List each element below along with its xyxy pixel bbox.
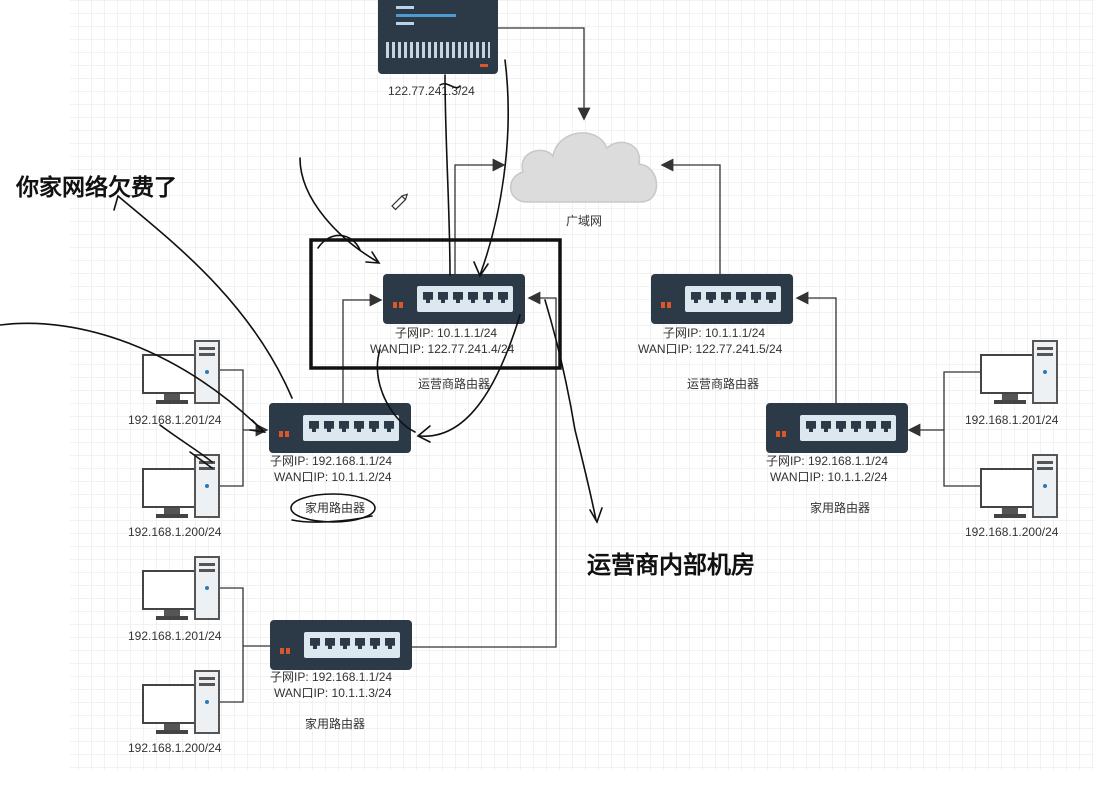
router-port xyxy=(339,421,349,432)
pc-right-a-ip: 192.168.1.201/24 xyxy=(965,413,1059,427)
pc-icon xyxy=(980,340,1064,420)
pc-icon xyxy=(142,670,226,750)
home-left-2-wan: WAN口IP: 10.1.1.3/24 xyxy=(274,686,392,700)
server-indicator xyxy=(396,6,414,9)
router-port xyxy=(851,421,861,432)
pc-icon xyxy=(142,454,226,534)
isp-router-left xyxy=(383,274,525,324)
router-port xyxy=(325,638,335,649)
pc-icon xyxy=(142,556,226,636)
isp-left-subnet: 子网IP: 10.1.1.1/24 xyxy=(395,326,498,340)
router-port xyxy=(821,421,831,432)
router-port xyxy=(836,421,846,432)
router-port xyxy=(468,292,478,303)
router-port xyxy=(340,638,350,649)
router-port xyxy=(751,292,761,303)
home-left-1-subnet: 子网IP: 192.168.1.1/24 xyxy=(270,454,393,468)
router-led xyxy=(667,302,671,308)
home-left-1-label: 家用路由器 xyxy=(305,501,366,515)
router-led xyxy=(285,431,289,437)
server-indicator xyxy=(396,14,456,17)
router-port xyxy=(355,638,365,649)
router-led xyxy=(393,302,397,308)
router-port-panel xyxy=(800,415,896,441)
home-left-2-label: 家用路由器 xyxy=(305,717,366,731)
router-led xyxy=(279,431,283,437)
home-right-label: 家用路由器 xyxy=(810,501,871,515)
home-router-right xyxy=(766,403,908,453)
isp-router-right xyxy=(651,274,793,324)
router-port xyxy=(370,638,380,649)
router-port xyxy=(866,421,876,432)
router-port-panel xyxy=(304,632,400,658)
router-led xyxy=(776,431,780,437)
router-led xyxy=(661,302,665,308)
router-port xyxy=(369,421,379,432)
router-port xyxy=(483,292,493,303)
router-port xyxy=(498,292,508,303)
home-right-wan: WAN口IP: 10.1.1.2/24 xyxy=(770,470,888,484)
home-router-left-1 xyxy=(269,403,411,453)
router-port-panel xyxy=(303,415,399,441)
annotation-isp-room: 运营商内部机房 xyxy=(587,551,755,579)
router-port xyxy=(310,638,320,649)
router-port xyxy=(806,421,816,432)
server-indicator xyxy=(396,22,414,25)
pc-left-1-a-ip: 192.168.1.201/24 xyxy=(128,413,222,427)
pc-icon xyxy=(142,340,226,420)
router-port xyxy=(385,638,395,649)
home-left-2-subnet: 子网IP: 192.168.1.1/24 xyxy=(270,670,393,684)
home-right-subnet: 子网IP: 192.168.1.1/24 xyxy=(766,454,889,468)
server-led xyxy=(480,64,488,67)
router-port xyxy=(453,292,463,303)
server xyxy=(378,0,498,74)
annotation-unpaid: 你家网络欠费了 xyxy=(16,175,177,201)
cloud-icon xyxy=(510,132,658,203)
router-port xyxy=(423,292,433,303)
home-left-1-wan: WAN口IP: 10.1.1.2/24 xyxy=(274,470,392,484)
server-vents xyxy=(386,42,490,58)
router-led xyxy=(280,648,284,654)
cloud-label: 广域网 xyxy=(566,214,603,228)
pc-left-2-b-ip: 192.168.1.200/24 xyxy=(128,741,222,755)
router-port-panel xyxy=(417,286,513,312)
router-port xyxy=(721,292,731,303)
router-led xyxy=(782,431,786,437)
router-port xyxy=(354,421,364,432)
router-port xyxy=(691,292,701,303)
home-router-left-2 xyxy=(270,620,412,670)
isp-right-label: 运营商路由器 xyxy=(687,377,760,391)
server-ip-label: 122.77.241.3/24 xyxy=(388,84,475,98)
router-led xyxy=(286,648,290,654)
router-port xyxy=(881,421,891,432)
isp-left-wan: WAN口IP: 122.77.241.4/24 xyxy=(370,342,515,356)
router-port xyxy=(766,292,776,303)
router-port-panel xyxy=(685,286,781,312)
router-port xyxy=(706,292,716,303)
router-port xyxy=(438,292,448,303)
router-led xyxy=(399,302,403,308)
router-port xyxy=(384,421,394,432)
router-port xyxy=(309,421,319,432)
isp-right-wan: WAN口IP: 122.77.241.5/24 xyxy=(638,342,783,356)
router-port xyxy=(324,421,334,432)
router-port xyxy=(736,292,746,303)
pc-left-2-a-ip: 192.168.1.201/24 xyxy=(128,629,222,643)
isp-right-subnet: 子网IP: 10.1.1.1/24 xyxy=(663,326,766,340)
pc-left-1-b-ip: 192.168.1.200/24 xyxy=(128,525,222,539)
isp-left-label: 运营商路由器 xyxy=(418,377,491,391)
pc-icon xyxy=(980,454,1064,534)
pc-right-b-ip: 192.168.1.200/24 xyxy=(965,525,1059,539)
